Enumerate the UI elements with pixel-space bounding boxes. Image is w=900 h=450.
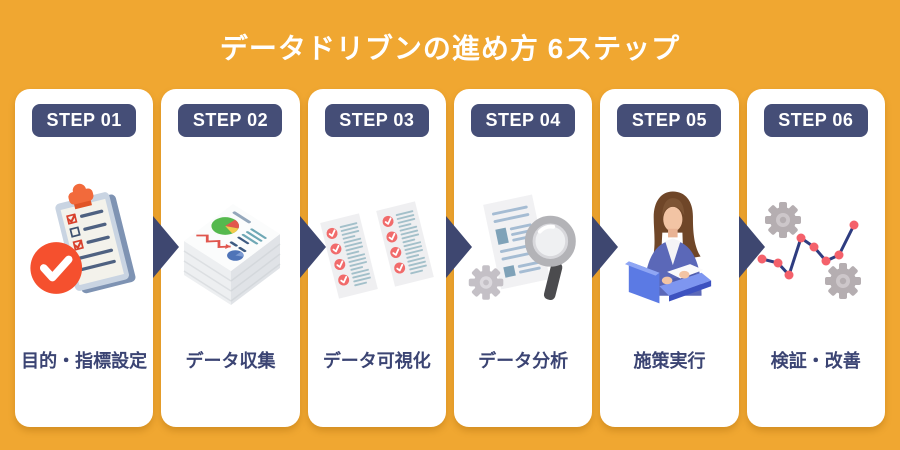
step-card-3: STEP 03 [307, 89, 472, 427]
step-card-5: STEP 05 [600, 89, 765, 427]
step-card-2: STEP 02 [161, 89, 326, 427]
step-label: データ収集 [185, 351, 276, 371]
step-card-1: STEP 01 [15, 89, 180, 427]
next-step-arrow [153, 216, 180, 278]
paper-stack-icon [161, 137, 299, 347]
checklist-documents-icon [308, 137, 446, 347]
step-label: 目的・指標設定 [21, 351, 148, 371]
step-label: データ分析 [478, 351, 569, 371]
step-badge: STEP 03 [324, 104, 429, 137]
next-step-arrow [445, 216, 472, 278]
step-badge: STEP 06 [763, 104, 868, 137]
step-label: 検証・改善 [770, 351, 861, 371]
clipboard-check-icon [15, 137, 153, 347]
step-badge: STEP 01 [32, 104, 137, 137]
steps-row: STEP 01 [15, 89, 885, 427]
next-step-arrow [299, 216, 326, 278]
gears-chart-icon [747, 137, 885, 347]
step-label: データ可視化 [322, 351, 431, 371]
step-badge: STEP 04 [471, 104, 576, 137]
magnifier-analysis-icon [454, 137, 592, 347]
step-badge: STEP 05 [617, 104, 722, 137]
person-laptop-icon [600, 137, 738, 347]
next-step-arrow [738, 216, 765, 278]
next-step-arrow [592, 216, 619, 278]
page-title: データドリブンの進め方 6ステップ [219, 33, 681, 64]
step-card-6: STEP 06 [746, 89, 885, 427]
step-badge: STEP 02 [178, 104, 283, 137]
step-card-4: STEP 04 [453, 89, 619, 427]
step-label: 施策実行 [633, 351, 706, 371]
